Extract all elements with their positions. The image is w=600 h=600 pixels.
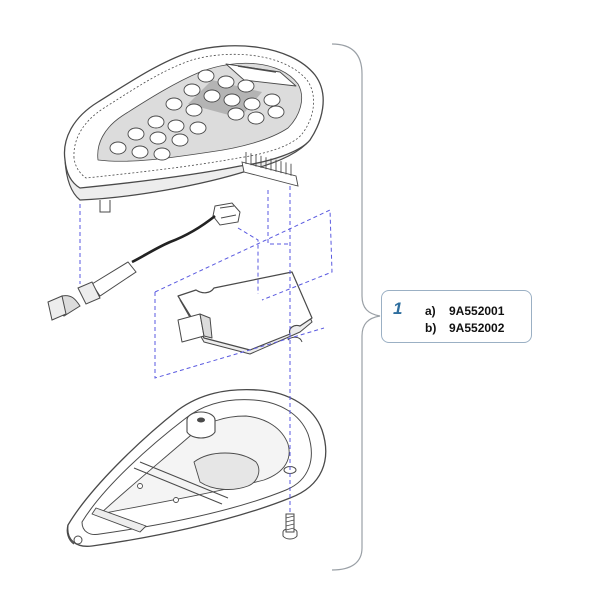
- keypad-button: [267, 105, 285, 119]
- floor-hole-2: [173, 497, 179, 503]
- keypad-button: [203, 89, 221, 103]
- cable-connector-detail: [219, 205, 237, 219]
- bottom-shell-pocket: [193, 452, 260, 490]
- variant-b: b) 9A552002: [425, 321, 504, 335]
- keypad-button: [127, 127, 145, 141]
- callout-number: 1: [393, 299, 403, 318]
- bottom-shell: [66, 388, 327, 547]
- keypad-button: [183, 83, 201, 97]
- keypad-buttons: [109, 69, 285, 161]
- connector-pins: [241, 152, 299, 187]
- keypad-button: [223, 93, 241, 107]
- circuit-board: [177, 271, 313, 355]
- display-slot: [237, 65, 277, 73]
- leader-board-frame-lower: [154, 292, 325, 379]
- board-notch: [287, 336, 303, 343]
- cable-connector: [212, 202, 241, 226]
- cable-assembly: [47, 202, 241, 321]
- keypad-button: [171, 133, 189, 147]
- screw-head-side: [282, 532, 298, 540]
- board-connector-side: [199, 313, 213, 339]
- keypad-button: [185, 103, 203, 117]
- keypad-button: [243, 97, 261, 111]
- front-hole: [73, 535, 83, 545]
- keypad-button: [197, 69, 215, 83]
- screw-boss-hole: [197, 417, 205, 423]
- variant-b-letter: b): [425, 321, 437, 335]
- variant-b-part-number: 9A552002: [449, 321, 505, 335]
- bottom-shell-front: [66, 524, 75, 545]
- bottom-shell-rib: [139, 461, 229, 499]
- cable-wire: [131, 214, 216, 264]
- leader-pins: [267, 190, 290, 245]
- cover-peg: [99, 200, 111, 213]
- keypad-button: [227, 107, 245, 121]
- ribbed-strip: [91, 507, 147, 533]
- screw-thread: [285, 515, 295, 531]
- keypad-button: [217, 75, 235, 89]
- keypad-button: [237, 79, 255, 93]
- plug-rod: [47, 295, 67, 321]
- keypad-button: [149, 131, 167, 145]
- leader-connector-box: [237, 227, 259, 294]
- bottom-shell-rib-2: [133, 467, 223, 505]
- leader-board-frame: [154, 209, 333, 301]
- variant-a-letter: a): [425, 304, 436, 318]
- part-callout: 1 a) 9A552001 b) 9A552002: [381, 290, 532, 343]
- variant-a-part-number: 9A552001: [449, 304, 505, 318]
- board-connector: [177, 313, 205, 343]
- keypad-button: [263, 93, 281, 107]
- keypad-button: [165, 97, 183, 111]
- top-cover-stitch: [73, 53, 314, 179]
- keypad-button: [167, 119, 185, 133]
- floor-hole-1: [137, 483, 143, 489]
- keypad-button: [131, 145, 149, 159]
- keypad-button: [189, 121, 207, 135]
- board-face: [177, 271, 313, 351]
- screw-boss-side: [186, 420, 216, 439]
- keypad-button: [153, 147, 171, 161]
- plug-collar: [77, 281, 101, 305]
- keypad-button: [147, 115, 165, 129]
- grouping-bracket: [331, 43, 381, 571]
- keypad-button: [109, 141, 127, 155]
- bottom-shell-rim: [81, 399, 312, 535]
- plug-body: [91, 261, 137, 297]
- keypad-button: [247, 111, 265, 125]
- assembly-leaders: [79, 186, 333, 512]
- pin-header-base: [241, 161, 299, 187]
- variant-a: a) 9A552001: [425, 304, 504, 318]
- screw: [282, 513, 298, 540]
